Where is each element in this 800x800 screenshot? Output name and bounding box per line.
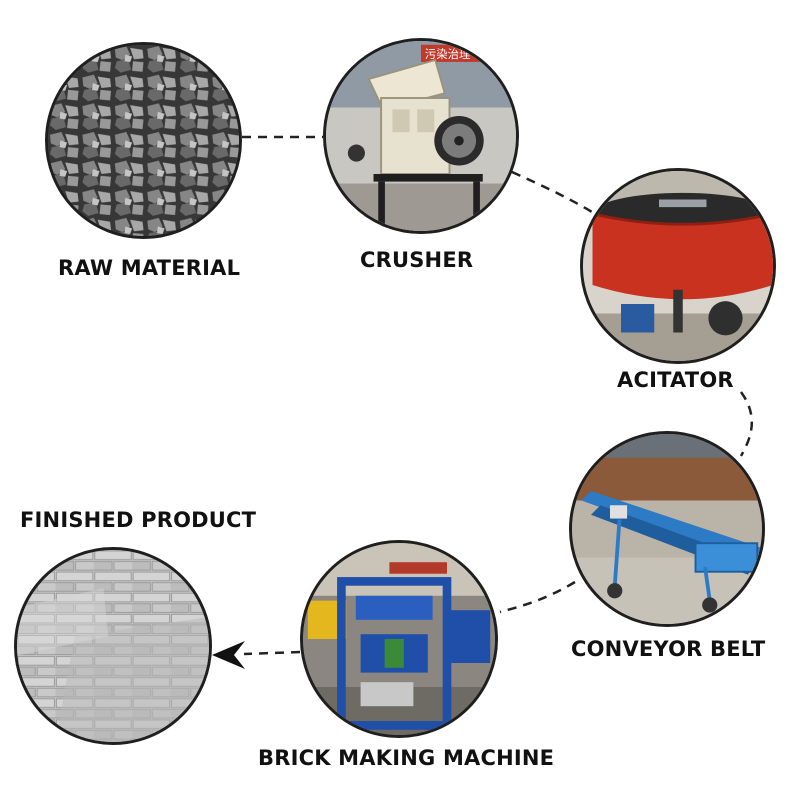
- gravel-photo-icon: [48, 45, 239, 236]
- finished-product-image: [14, 547, 212, 745]
- mixer-photo-icon: [583, 171, 773, 361]
- crusher-sign-text: 污染治理: [425, 47, 471, 61]
- brick-making-machine-image: [300, 540, 498, 738]
- raw-material-image: [45, 42, 242, 239]
- brick-making-machine-label: BRICK MAKING MACHINE: [258, 746, 555, 770]
- crusher-photo-icon: 污染治理: [326, 41, 516, 231]
- crusher-label: CRUSHER: [360, 248, 474, 272]
- conveyor-photo-icon: [572, 434, 762, 624]
- bricks-photo-icon: [17, 550, 209, 742]
- raw-material-label: RAW MATERIAL: [58, 256, 241, 280]
- connector-machine-to-product: [243, 650, 301, 656]
- agitator-image: [580, 168, 776, 364]
- conveyor-belt-image: [569, 431, 765, 627]
- connector-conveyor-to-machine: [499, 580, 576, 614]
- finished-product-label: FINISHED PRODUCT: [20, 508, 257, 532]
- arrowhead-to-finished-product: [212, 641, 245, 669]
- crusher-image: 污染治理: [323, 38, 519, 234]
- connector-crusher-to-agitator: [511, 170, 593, 214]
- conveyor-belt-label: CONVEYOR BELT: [571, 637, 766, 661]
- connector-agitator-to-conveyor: [739, 391, 754, 457]
- brick-machine-photo-icon: [303, 543, 495, 735]
- agitator-label: ACITATOR: [617, 368, 734, 392]
